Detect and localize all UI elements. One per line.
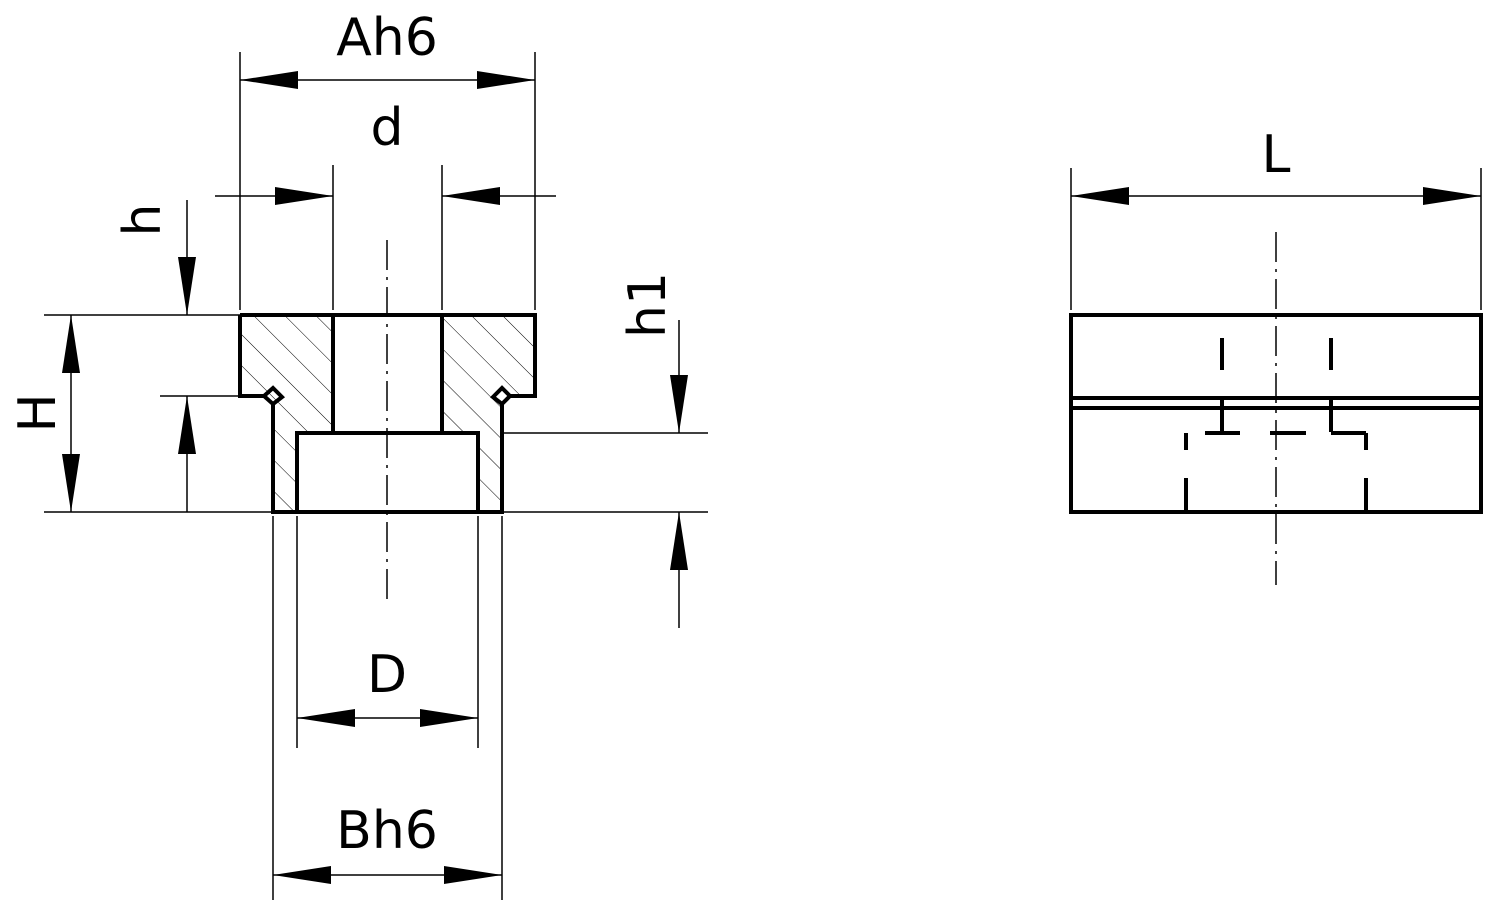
dimension-h1: h1	[502, 272, 708, 628]
notch-right	[489, 385, 512, 406]
label-H: H	[8, 393, 68, 432]
dimension-D: D	[296, 516, 479, 748]
label-D: D	[367, 645, 407, 705]
label-d: d	[370, 98, 403, 158]
dimension-A: Ah6	[239, 8, 536, 310]
dimension-H: H	[8, 315, 273, 513]
dimension-L: L	[1070, 125, 1482, 310]
notch-left	[262, 385, 286, 406]
dimension-h: h	[44, 200, 240, 512]
dimension-d: d	[215, 98, 556, 310]
label-A: Ah6	[336, 8, 438, 68]
side-view-outline	[1069, 313, 1483, 514]
label-B: Bh6	[336, 801, 438, 861]
hatch-region-right	[442, 315, 535, 512]
label-h: h	[113, 204, 173, 237]
side-view	[1069, 232, 1483, 585]
label-h1: h1	[618, 272, 678, 338]
hatch-region-left	[240, 315, 333, 512]
front-section-view	[238, 240, 537, 600]
dimension-B: Bh6	[272, 516, 503, 900]
label-L: L	[1262, 125, 1291, 185]
